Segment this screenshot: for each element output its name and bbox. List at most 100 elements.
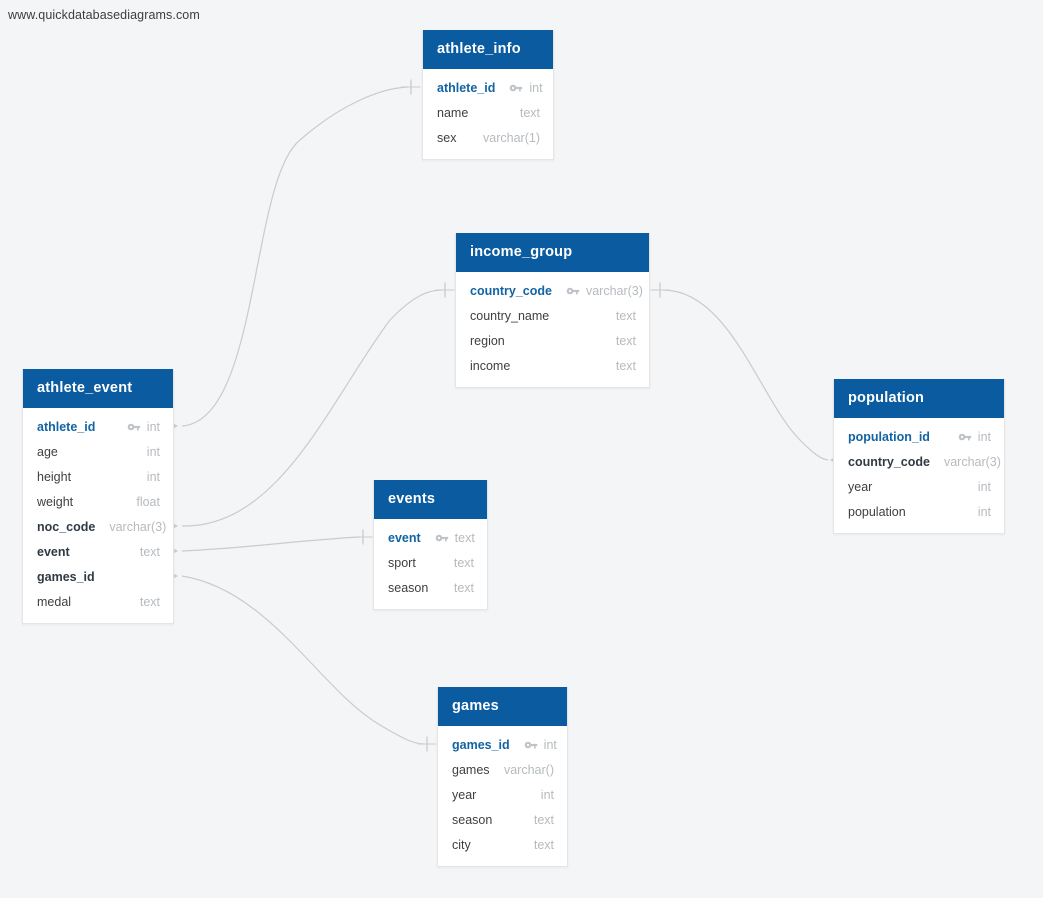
field-row[interactable]: games_id int <box>438 732 567 757</box>
field-name: athlete_id <box>37 419 96 434</box>
field-row[interactable]: city text <box>438 832 567 857</box>
field-type: int <box>543 737 557 752</box>
field-type: int <box>977 479 991 494</box>
key-icon <box>524 741 537 748</box>
field-type: varchar(3) <box>109 519 167 534</box>
field-name: sex <box>437 130 457 145</box>
primary-key-icon <box>509 82 523 94</box>
field-type: text <box>533 837 554 852</box>
watermark-label: www.quickdatabasediagrams.com <box>8 8 200 22</box>
table-title-income_group[interactable]: income_group <box>456 233 649 272</box>
field-row[interactable]: event text <box>23 539 173 564</box>
field-type: varchar(3) <box>585 283 643 298</box>
field-name: athlete_id <box>437 80 496 95</box>
key-icon <box>127 423 140 430</box>
primary-key-icon <box>524 739 538 751</box>
table-title-events[interactable]: events <box>374 480 487 519</box>
field-row[interactable]: height int <box>23 464 173 489</box>
field-row[interactable]: year int <box>834 474 1004 499</box>
field-name: season <box>388 580 429 595</box>
field-name: population_id <box>848 429 930 444</box>
field-type: varchar(1) <box>483 130 540 145</box>
field-row[interactable]: noc_code varchar(3) <box>23 514 173 539</box>
field-type: text <box>454 530 475 545</box>
field-row[interactable]: athlete_id int <box>423 75 553 100</box>
field-name: games_id <box>452 737 510 752</box>
field-type: int <box>529 80 543 95</box>
field-type: text <box>139 544 160 559</box>
field-row[interactable]: medal text <box>23 589 173 614</box>
field-type: int <box>540 787 554 802</box>
key-icon <box>510 84 523 91</box>
table-title-athlete_info[interactable]: athlete_info <box>423 30 553 69</box>
table-title-games[interactable]: games <box>438 687 567 726</box>
field-row[interactable]: games varchar() <box>438 757 567 782</box>
field-row[interactable]: sex varchar(1) <box>423 125 553 150</box>
field-name: country_code <box>848 454 930 469</box>
field-name: games_id <box>37 569 95 584</box>
field-type: text <box>615 358 636 373</box>
field-type: text <box>453 580 474 595</box>
key-icon <box>566 287 580 294</box>
field-type: text <box>453 555 474 570</box>
field-name: height <box>37 469 72 484</box>
field-name: games <box>452 762 490 777</box>
field-name: region <box>470 333 505 348</box>
field-name: name <box>437 105 469 120</box>
field-row[interactable]: event text <box>374 525 487 550</box>
field-type: int <box>146 444 160 459</box>
field-name: year <box>848 479 873 494</box>
field-type: int <box>146 469 160 484</box>
primary-key-icon <box>566 285 580 297</box>
field-name: medal <box>37 594 72 609</box>
key-icon <box>958 433 971 440</box>
field-row[interactable]: athlete_id int <box>23 414 173 439</box>
relationship-income_group-to-population[interactable] <box>650 282 843 467</box>
field-name: event <box>388 530 421 545</box>
field-type: text <box>139 594 160 609</box>
field-type: int <box>977 504 991 519</box>
field-row[interactable]: age int <box>23 439 173 464</box>
field-name: event <box>37 544 70 559</box>
field-name: noc_code <box>37 519 96 534</box>
field-row[interactable]: season text <box>374 575 487 600</box>
field-row[interactable]: year int <box>438 782 567 807</box>
relationship-athlete_event-to-athlete_info[interactable] <box>165 79 421 433</box>
key-icon <box>435 534 448 541</box>
field-type: float <box>136 494 160 509</box>
table-title-population[interactable]: population <box>834 379 1004 418</box>
field-type: varchar() <box>503 762 554 777</box>
field-row[interactable]: country_code varchar(3) <box>834 449 1004 474</box>
field-type: int <box>146 419 160 434</box>
field-name: age <box>37 444 58 459</box>
field-row[interactable]: games_id <box>23 564 173 589</box>
field-name: year <box>452 787 477 802</box>
table-title-athlete_event[interactable]: athlete_event <box>23 369 173 408</box>
primary-key-icon <box>958 431 972 443</box>
relationship-athlete_event-to-events[interactable] <box>165 529 373 558</box>
field-name: country_name <box>470 308 550 323</box>
field-type: varchar(3) <box>943 454 1001 469</box>
field-name: city <box>452 837 471 852</box>
